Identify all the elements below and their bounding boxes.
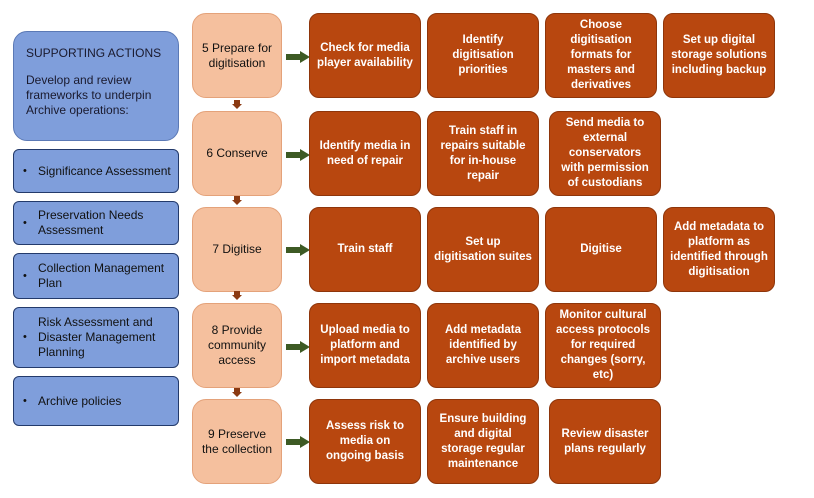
action-box: Add metadata to platform as identified t…	[663, 207, 775, 292]
step-label: 5 Prepare for digitisation	[201, 40, 273, 70]
action-label: Upload media to platform and import meta…	[320, 324, 410, 366]
arrow-down-icon	[232, 388, 242, 397]
action-label: Add metadata identified by archive users	[444, 324, 522, 366]
step-7-digitise: 7 Digitise	[192, 207, 282, 292]
supporting-actions-description: Develop and review frameworks to underpi…	[26, 73, 152, 117]
arrow-right-icon	[286, 341, 310, 353]
step-label: 7 Digitise	[212, 242, 262, 256]
action-label: Check for media player availability	[317, 41, 413, 69]
action-label: Train staff	[337, 243, 393, 255]
step-8-community-access: 8 Provide community access	[192, 303, 282, 388]
arrow-right-icon	[286, 436, 310, 448]
arrow-down-icon	[232, 100, 242, 109]
action-label: Identify digitisation priorities	[452, 34, 514, 76]
bullet-icon: •	[23, 269, 27, 282]
supporting-item: • Significance Assessment	[13, 149, 179, 193]
action-box: Check for media player availability	[309, 13, 421, 98]
action-box: Set up digitisation suites	[427, 207, 539, 292]
action-box: Upload media to platform and import meta…	[309, 303, 421, 388]
action-box: Assess risk to media on ongoing basis	[309, 399, 421, 484]
action-label: Set up digitisation suites	[434, 235, 532, 263]
action-box: Ensure building and digital storage regu…	[427, 399, 539, 484]
supporting-item-label: Risk Assessment and Disaster Management …	[38, 315, 156, 359]
supporting-item: • Preservation Needs Assessment	[13, 201, 179, 245]
action-label: Send media to external conservators with…	[561, 117, 649, 189]
action-box: Set up digital storage solutions includi…	[663, 13, 775, 98]
arrow-right-icon	[286, 149, 310, 161]
supporting-item: • Risk Assessment and Disaster Managemen…	[13, 307, 179, 368]
action-box: Train staff in repairs suitable for in-h…	[427, 111, 539, 196]
bullet-icon: •	[23, 216, 27, 229]
arrow-right-icon	[286, 244, 310, 256]
action-box: Digitise	[545, 207, 657, 292]
step-6-conserve: 6 Conserve	[192, 111, 282, 196]
supporting-actions-title: SUPPORTING ACTIONS	[26, 46, 162, 60]
supporting-item-label: Archive policies	[38, 393, 122, 408]
action-label: Add metadata to platform as identified t…	[670, 220, 768, 278]
bullet-icon: •	[23, 394, 27, 407]
step-label: 6 Conserve	[206, 146, 268, 160]
action-box: Monitor cultural access protocols for re…	[545, 303, 661, 388]
action-label: Train staff in repairs suitable for in-h…	[440, 124, 526, 182]
action-box: Identify media in need of repair	[309, 111, 421, 196]
action-box: Choose digitisation formats for masters …	[545, 13, 657, 98]
arrow-down-icon	[232, 196, 242, 205]
action-label: Choose digitisation formats for masters …	[567, 19, 635, 91]
action-label: Monitor cultural access protocols for re…	[556, 309, 650, 381]
supporting-item: • Archive policies	[13, 376, 179, 426]
action-label: Review disaster plans regularly	[561, 427, 649, 455]
supporting-item: • Collection Management Plan	[13, 253, 179, 299]
step-5-prepare: 5 Prepare for digitisation	[192, 13, 282, 98]
action-label: Ensure building and digital storage regu…	[439, 412, 527, 470]
action-label: Digitise	[580, 243, 622, 255]
action-box: Train staff	[309, 207, 421, 292]
supporting-actions-panel: SUPPORTING ACTIONS Develop and review fr…	[13, 31, 179, 141]
action-label: Identify media in need of repair	[319, 139, 411, 167]
action-box: Send media to external conservators with…	[549, 111, 661, 196]
action-label: Set up digital storage solutions includi…	[671, 34, 767, 76]
step-label: 8 Provide community access	[207, 323, 266, 367]
action-box: Review disaster plans regularly	[549, 399, 661, 484]
supporting-item-label: Preservation Needs Assessment	[38, 208, 144, 237]
action-box: Identify digitisation priorities	[427, 13, 539, 98]
bullet-icon: •	[23, 331, 27, 343]
action-box: Add metadata identified by archive users	[427, 303, 539, 388]
arrow-down-icon	[232, 291, 242, 300]
step-label: 9 Preserve the collection	[201, 426, 273, 456]
supporting-item-label: Significance Assessment	[38, 163, 171, 178]
action-label: Assess risk to media on ongoing basis	[326, 420, 404, 462]
supporting-item-label: Collection Management Plan	[38, 261, 165, 290]
step-9-preserve: 9 Preserve the collection	[192, 399, 282, 484]
bullet-icon: •	[23, 164, 27, 177]
arrow-right-icon	[286, 51, 310, 63]
